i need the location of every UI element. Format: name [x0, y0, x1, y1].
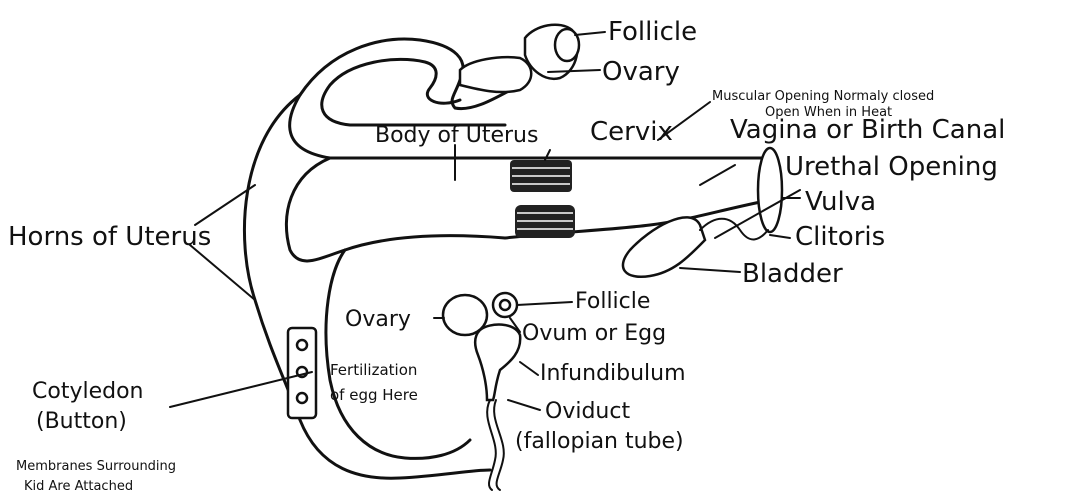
label-membranes-2: Kid Are Attached	[24, 479, 133, 494]
label-cotyledon-2: (Button)	[36, 409, 127, 434]
label-membranes-1: Membranes Surrounding	[16, 459, 176, 474]
label-follicle-top: Follicle	[608, 17, 697, 47]
label-bladder: Bladder	[742, 259, 843, 289]
label-vulva: Vulva	[805, 187, 876, 217]
urethra-line	[700, 219, 768, 240]
vulva-opening	[758, 148, 782, 232]
label-ovum: Ovum or Egg	[522, 321, 666, 346]
label-horns-of-uterus: Horns of Uterus	[8, 222, 211, 252]
label-urethal-opening: Urethal Opening	[785, 152, 998, 182]
cervix-rings	[510, 160, 575, 238]
label-ovary-bottom: Ovary	[345, 307, 411, 332]
bottom-ovary-group	[443, 293, 520, 490]
label-ovary-top: Ovary	[602, 57, 680, 87]
label-cotyledon-1: Cotyledon	[32, 379, 143, 404]
label-fallopian: (fallopian tube)	[515, 429, 684, 454]
top-ovary-group	[460, 25, 579, 92]
label-follicle-bottom: Follicle	[575, 289, 650, 314]
label-muscular-note-1: Muscular Opening Normaly closed	[712, 89, 934, 104]
label-infundibulum: Infundibulum	[540, 361, 686, 386]
label-oviduct: Oviduct	[545, 399, 630, 424]
label-vagina: Vagina or Birth Canal	[730, 115, 1005, 145]
uterus-outer-outline	[244, 95, 490, 478]
label-cervix: Cervix	[590, 117, 673, 147]
label-fertilization-1: Fertilization	[330, 361, 417, 379]
label-body-of-uterus: Body of Uterus	[375, 123, 538, 148]
label-fertilization-2: of egg Here	[330, 386, 418, 404]
label-clitoris: Clitoris	[795, 222, 885, 252]
